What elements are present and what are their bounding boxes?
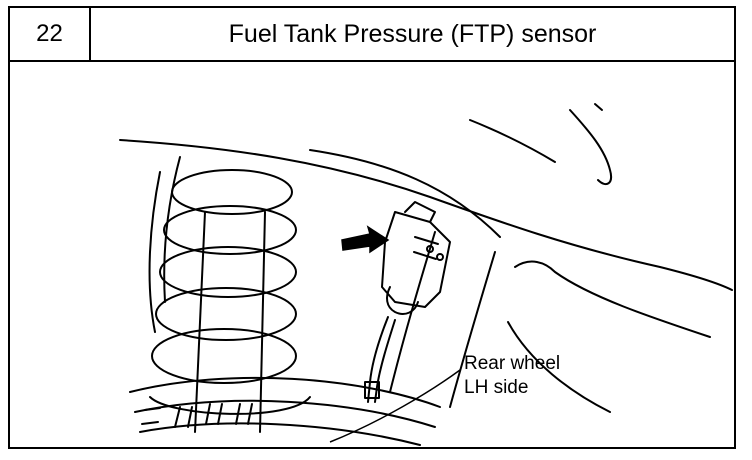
sensor-hose-2 — [374, 319, 396, 403]
pointer-arrow-icon — [341, 225, 390, 254]
callout-label-line-1: Rear wheel — [464, 353, 561, 374]
body-panel-curve — [569, 109, 612, 186]
spring-seat — [149, 396, 311, 415]
diagram-title: Fuel Tank Pressure (FTP) sensor — [228, 19, 597, 48]
callout-leader-line — [329, 369, 461, 443]
sensor-body — [381, 211, 451, 308]
inner-panel-right — [449, 251, 496, 408]
tyre-tread-2 — [174, 406, 193, 428]
shock-body-left — [194, 211, 206, 433]
inner-panel-lower — [507, 321, 611, 413]
sensor-screw-1 — [426, 245, 434, 253]
inner-panel-left — [389, 231, 436, 393]
tyre-tread-3 — [205, 403, 223, 425]
spring-coil-5 — [151, 328, 297, 384]
shock-body-right — [259, 211, 266, 433]
component-number: 22 — [10, 8, 91, 60]
strut-left-edge — [148, 171, 161, 333]
sensor-connector-detail — [413, 236, 439, 260]
inner-panel-curve — [514, 260, 711, 338]
hose-clip — [364, 381, 380, 399]
wheel-arch-inner — [309, 149, 501, 238]
header: 22 Fuel Tank Pressure (FTP) sensor — [10, 8, 734, 62]
sensor-illustration — [119, 103, 733, 446]
callout-label-line-2: LH side — [464, 377, 529, 398]
body-panel-edge — [469, 119, 556, 163]
spring-coil-1 — [171, 169, 293, 215]
tyre-tread-line — [134, 399, 436, 428]
spring-coil-2 — [163, 205, 297, 255]
spring-coil-3 — [159, 246, 297, 298]
sensor-screw-2 — [436, 253, 444, 261]
strut-outer-left — [163, 156, 181, 303]
sensor-connector — [404, 201, 436, 223]
tyre-tread-1 — [141, 407, 161, 425]
sensor-lower-stem — [386, 286, 419, 315]
body-panel-mark — [594, 103, 603, 111]
tyre-tread-line-2 — [139, 422, 421, 446]
wheel-arch-outline — [119, 139, 733, 291]
tyre-tread-4 — [235, 403, 253, 425]
tyre-top-arc — [129, 376, 441, 408]
callout-label: Rear wheel LH side — [464, 352, 560, 400]
diagram-frame: 22 Fuel Tank Pressure (FTP) sensor — [8, 6, 736, 449]
spring-coil-4 — [155, 287, 297, 341]
